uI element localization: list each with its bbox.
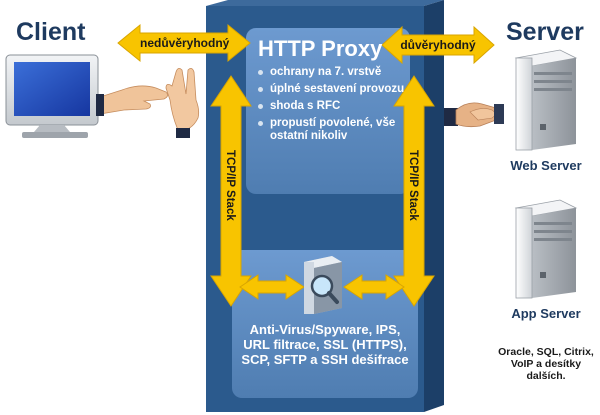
tcp-stack-label-left: TCP/IP Stack — [224, 150, 236, 221]
inner-arrow-right — [343, 274, 405, 300]
trusted-label: důvěryhodný — [400, 38, 476, 52]
server-title: Server — [506, 18, 584, 46]
app-server-note: Oracle, SQL, Citrix, VoIP a desítky dalš… — [498, 346, 594, 382]
proxy-feature-item: propustí povolené, vše ostatní nikoliv — [258, 117, 418, 143]
hand-icon — [96, 85, 168, 116]
tcp-stack-label-right: TCP/IP Stack — [407, 150, 419, 221]
security-features-text: Anti-Virus/Spyware, IPS, URL filtrace, S… — [241, 322, 409, 367]
proxy-feature-item: shoda s RFC — [258, 100, 418, 113]
web-server-label: Web Server — [510, 158, 582, 173]
proxy-feature-item: úplné sestavení provozu — [258, 83, 418, 96]
tcp-stack-arrow-left — [210, 75, 252, 307]
app-server-label: App Server — [511, 306, 581, 321]
server-icon — [514, 199, 578, 299]
handshake-icon — [444, 102, 504, 128]
trusted-arrow — [381, 25, 495, 65]
proxy-feature-item: ochrany na 7. vrstvě — [258, 66, 418, 79]
untrusted-label: nedůvěryhodný — [140, 36, 230, 50]
client-title: Client — [16, 18, 86, 46]
untrusted-arrow — [117, 23, 251, 63]
proxy-title: HTTP Proxy — [258, 36, 383, 61]
server-icon — [514, 49, 578, 151]
magnifier-icon — [304, 256, 342, 314]
monitor-icon — [5, 54, 99, 138]
proxy-features-list: ochrany na 7. vrstvě úplné sestavení pro… — [258, 66, 418, 147]
stop-hand-icon — [165, 68, 200, 138]
tcp-stack-arrow-right — [393, 75, 435, 307]
proxy-features-panel — [246, 28, 410, 194]
